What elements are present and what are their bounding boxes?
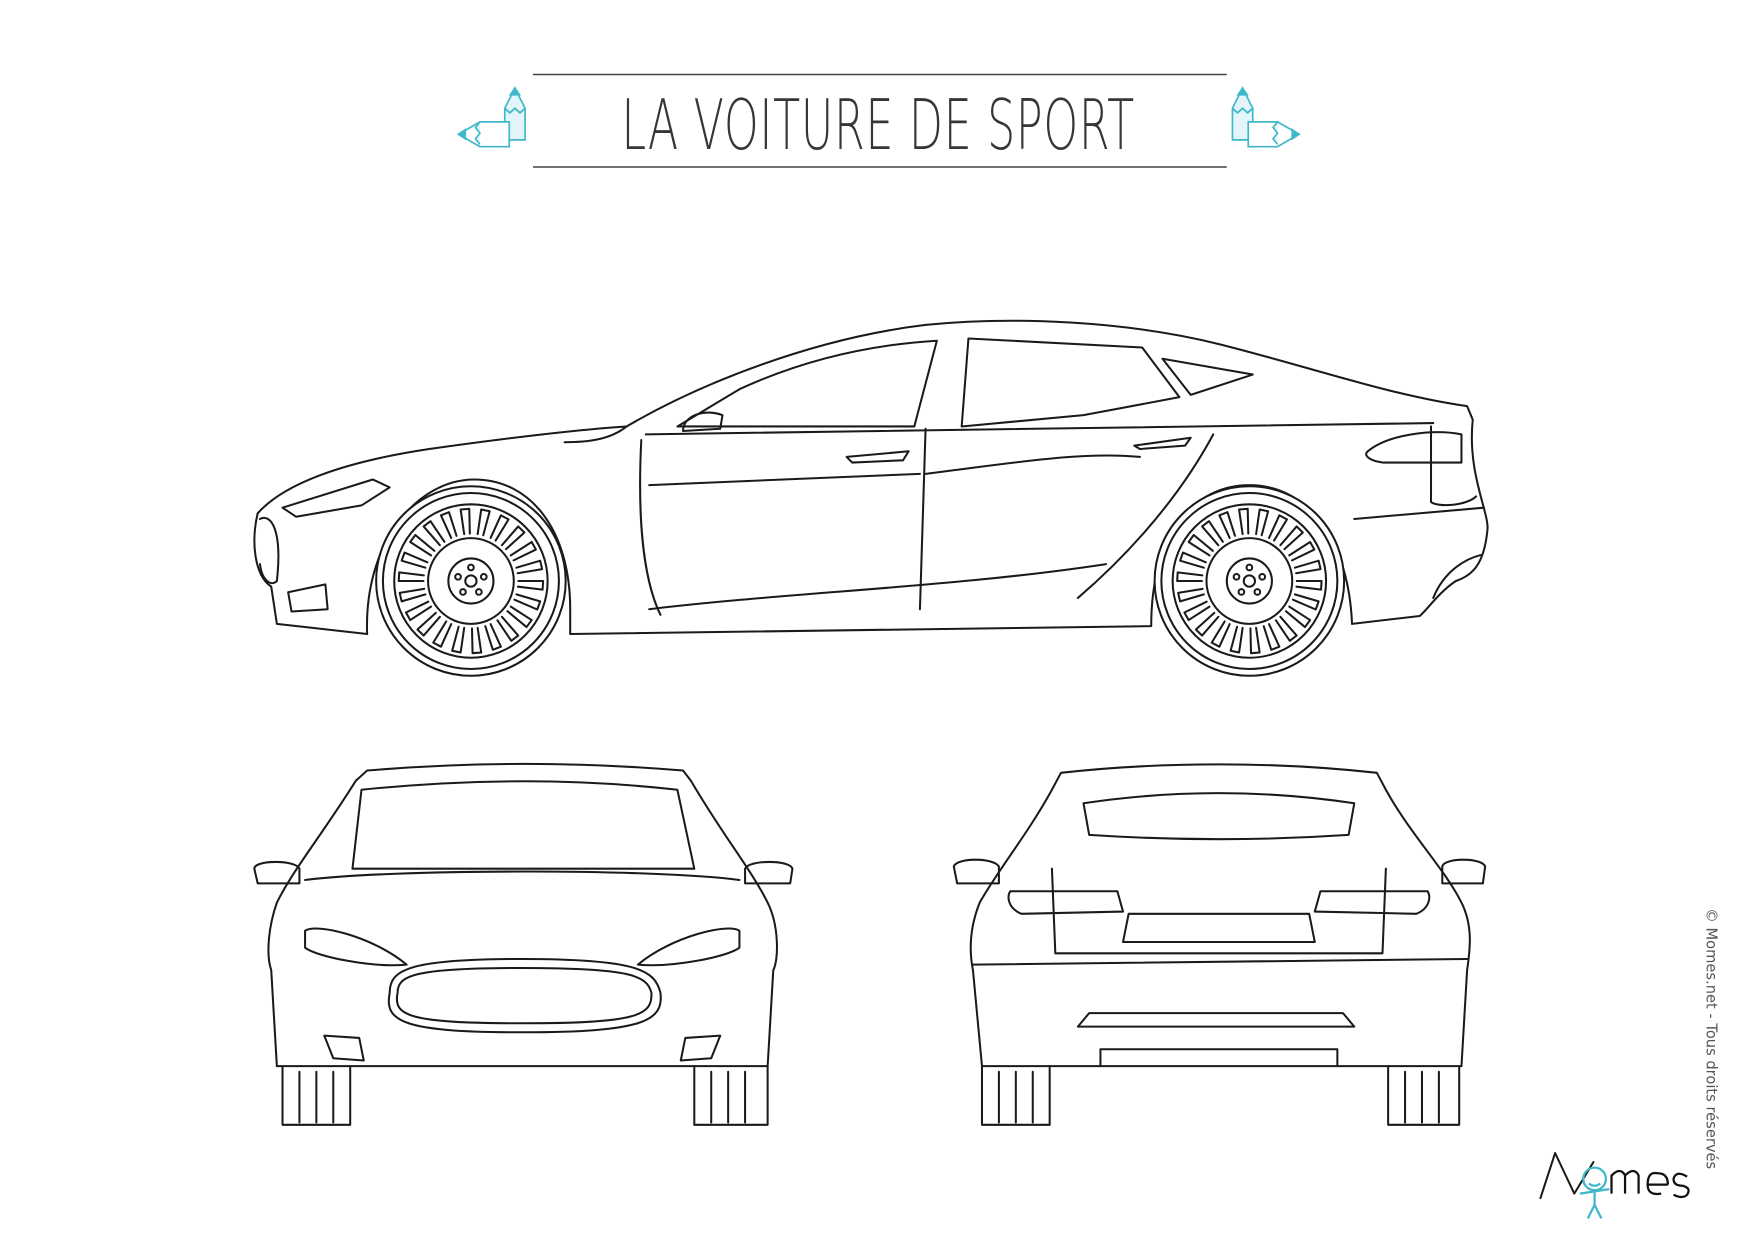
spoke	[1291, 593, 1320, 611]
spoke	[1201, 520, 1224, 547]
spoke	[484, 623, 502, 651]
spoke	[509, 540, 537, 562]
spoke	[422, 520, 446, 547]
rear-wheel	[1153, 485, 1346, 677]
tire-inner	[381, 492, 560, 671]
lug-nut	[475, 588, 483, 596]
spoke	[516, 579, 545, 591]
spoke	[451, 625, 466, 654]
spoke	[1268, 514, 1289, 542]
lug-nut	[1237, 588, 1246, 596]
spoke	[439, 511, 458, 539]
spoke	[1218, 511, 1236, 539]
spoke	[470, 626, 483, 655]
spoke	[1274, 615, 1298, 642]
lug-nut	[479, 572, 488, 581]
car-front-view	[253, 762, 794, 1126]
lug-nut	[1232, 572, 1241, 581]
spoke	[1262, 623, 1281, 651]
car-rear-view	[952, 763, 1487, 1126]
spoke	[432, 620, 453, 648]
spoke	[409, 533, 436, 557]
spoke	[1187, 533, 1214, 557]
spoke	[513, 593, 542, 611]
spoke	[416, 611, 441, 637]
header: LA VOITURE DE SPORT	[456, 73, 1301, 168]
momes-logo: Momes	[1539, 1151, 1690, 1219]
lug-nut	[459, 588, 467, 596]
spoke	[1255, 508, 1270, 537]
spoke	[1238, 507, 1250, 536]
pencil-icon-right	[1231, 86, 1301, 148]
lug-nut	[1258, 572, 1267, 581]
spoke	[1249, 626, 1261, 655]
spoke	[489, 514, 510, 542]
hub-cap	[464, 574, 478, 588]
car-side-view	[253, 319, 1489, 677]
hub-cap	[1242, 574, 1257, 588]
spoke	[1177, 587, 1205, 603]
spoke	[500, 525, 526, 551]
rim	[393, 503, 549, 659]
copyright-text: © Momes.net - Tous droits réservés	[1702, 908, 1719, 1169]
spoke	[1279, 525, 1304, 551]
rim-center	[427, 537, 515, 625]
page-title: LA VOITURE DE SPORT	[622, 85, 1135, 166]
lug-nut	[467, 563, 475, 572]
hub	[1225, 557, 1273, 605]
spoke	[1284, 605, 1312, 629]
spoke	[496, 615, 520, 642]
spoke	[397, 571, 425, 583]
spoke	[1295, 579, 1323, 591]
hub	[447, 557, 495, 605]
spoke	[1293, 559, 1322, 575]
pencil-icon-left	[456, 86, 526, 148]
rim	[1171, 503, 1328, 659]
spoke	[1288, 540, 1316, 562]
spoke	[459, 507, 471, 536]
spoke	[1194, 611, 1220, 637]
spoke	[404, 600, 433, 622]
spoke	[1229, 625, 1244, 654]
spoke	[515, 559, 544, 575]
spoke	[1179, 551, 1207, 569]
spoke	[476, 508, 491, 537]
lug-nut	[1245, 563, 1254, 572]
tire	[1153, 485, 1346, 677]
spoke	[1183, 600, 1211, 622]
rim-center	[1205, 537, 1294, 625]
spoke	[400, 551, 429, 569]
spoke	[1210, 620, 1231, 648]
spoke	[398, 587, 427, 603]
lug-nut	[1253, 588, 1262, 596]
front-wheel	[375, 485, 567, 677]
tire	[375, 485, 567, 677]
lug-nut	[454, 572, 462, 581]
spoke	[1176, 571, 1204, 583]
tire-inner	[1160, 492, 1339, 671]
spoke	[506, 605, 533, 629]
